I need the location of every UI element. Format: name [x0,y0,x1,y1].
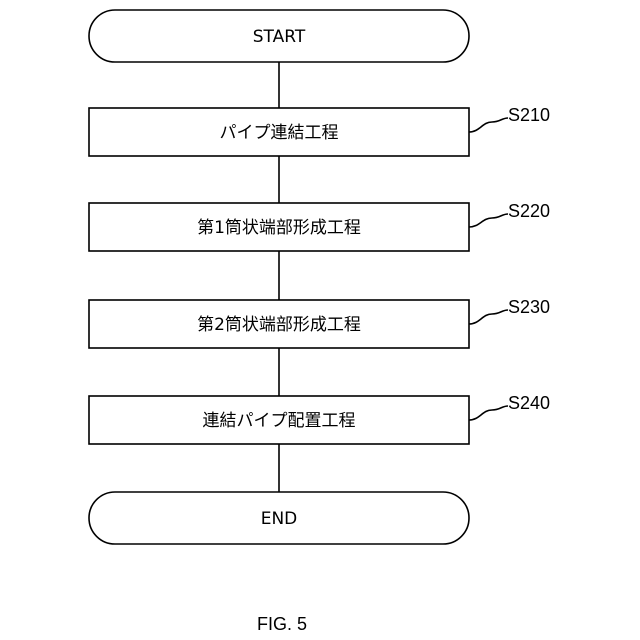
process-step-s220: 第1筒状端部形成工程 S220 [89,201,550,251]
start-terminal: START [89,10,469,62]
step-s220-leader [469,214,508,227]
step-s210-id: S210 [508,105,550,125]
figure-caption: FIG. 5 [257,614,307,634]
step-s240-leader [469,406,508,420]
step-s220-id: S220 [508,201,550,221]
start-label: START [253,27,306,47]
process-step-s210: パイプ連結工程 S210 [89,105,550,156]
step-s240-label: 連結パイプ配置工程 [203,411,356,431]
step-s220-label: 第1筒状端部形成工程 [197,218,361,238]
step-s230-id: S230 [508,297,550,317]
step-s210-leader [469,118,508,132]
step-s230-leader [469,310,508,324]
step-s230-label: 第2筒状端部形成工程 [197,315,361,335]
step-s210-label: パイプ連結工程 [220,123,339,143]
step-s240-id: S240 [508,393,550,413]
process-step-s230: 第2筒状端部形成工程 S230 [89,297,550,348]
process-step-s240: 連結パイプ配置工程 S240 [89,393,550,444]
end-label: END [261,509,298,529]
end-terminal: END [89,492,469,544]
